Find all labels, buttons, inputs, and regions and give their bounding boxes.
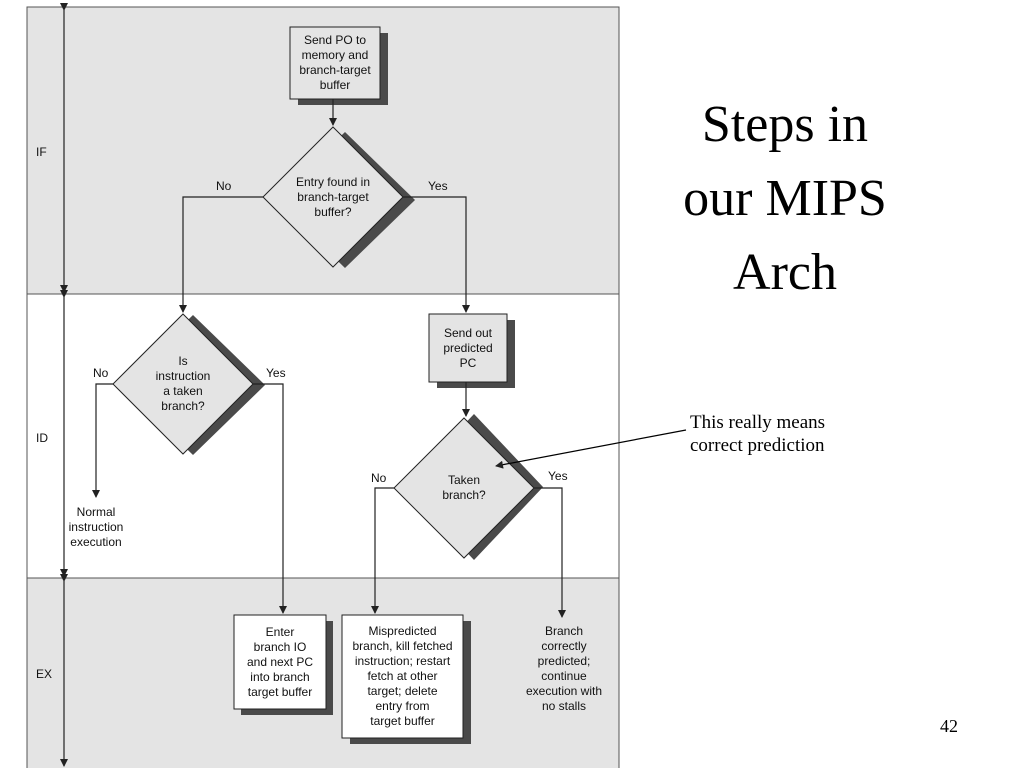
edge-is-taken-no bbox=[92, 383, 113, 498]
enter-branch-text: Enter branch IO and next PC into branch … bbox=[246, 624, 314, 699]
edge-entry-yes bbox=[403, 196, 470, 313]
entry-found-diamond bbox=[262, 126, 404, 268]
annotation-text: This really means correct prediction bbox=[690, 412, 826, 456]
annotation-pointer bbox=[495, 429, 687, 469]
edge-label-is-taken-yes: Yes bbox=[266, 366, 286, 380]
stage-label-ex: EX bbox=[36, 667, 53, 681]
stage-band-id bbox=[26, 293, 620, 579]
taken-branch-diamond bbox=[393, 417, 535, 559]
edge-label-taken-no: No bbox=[371, 471, 387, 485]
send-predicted-text: Send out predicted PC bbox=[443, 325, 493, 370]
stage-label-if: IF bbox=[36, 145, 47, 159]
entry-found-text: Entry found in branch-target buffer? bbox=[295, 174, 371, 219]
page-number: 42 bbox=[940, 716, 958, 736]
normal-exec-text: Normal instruction execution bbox=[68, 504, 124, 549]
is-taken-text: Is instruction a taken branch? bbox=[155, 354, 211, 413]
edge-label-taken-yes: Yes bbox=[548, 469, 568, 483]
edge-taken-no bbox=[371, 487, 394, 614]
slide-title: Steps in our MIPS Arch bbox=[683, 96, 887, 301]
mispredicted-text: Mispredicted branch, kill fetched instru… bbox=[352, 624, 453, 728]
taken-branch-text: Taken branch? bbox=[442, 473, 486, 502]
edge-label-is-taken-no: No bbox=[93, 366, 109, 380]
send-po-box bbox=[289, 26, 381, 100]
edge-taken-yes bbox=[534, 487, 566, 618]
edge-label-entry-no: No bbox=[216, 179, 232, 193]
branch-correct-text: Branch correctly predicted; continue exe… bbox=[525, 624, 603, 713]
is-taken-diamond bbox=[112, 313, 254, 455]
edge-is-taken-yes bbox=[253, 383, 287, 614]
enter-branch-box bbox=[233, 614, 327, 710]
send-predicted-box bbox=[428, 313, 508, 383]
mispredicted-box bbox=[341, 614, 464, 739]
stage-label-id: ID bbox=[36, 431, 48, 445]
edge-label-entry-yes: Yes bbox=[428, 179, 448, 193]
edge-entry-no bbox=[179, 196, 263, 313]
send-po-text: Send PO to memory and branch-target buff… bbox=[299, 33, 371, 92]
